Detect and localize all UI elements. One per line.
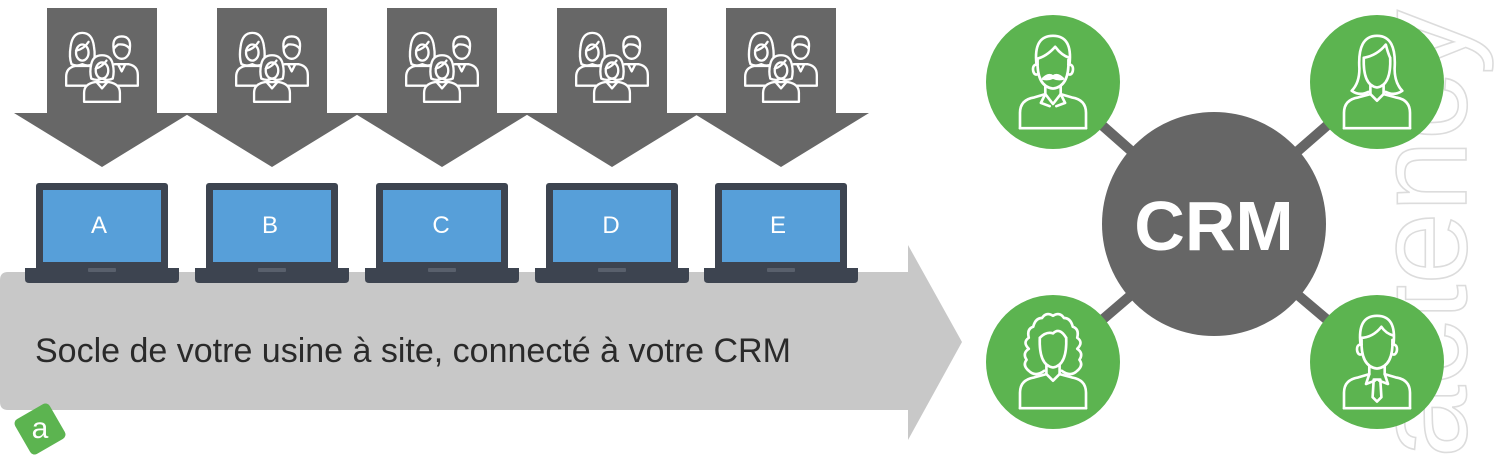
woman-icon (1342, 34, 1412, 130)
laptop-base (25, 268, 179, 283)
laptop-icon: D (535, 183, 689, 283)
laptop-label: C (432, 212, 449, 239)
laptop-screen (43, 190, 161, 262)
input-arrow (354, 8, 530, 167)
contacts (986, 15, 1444, 429)
laptop-label: E (770, 212, 786, 239)
laptop-base (535, 268, 689, 283)
laptop-notch (258, 268, 286, 272)
man-tie-icon (1342, 314, 1412, 410)
brand-logo: a (14, 403, 66, 455)
laptop-icon: E (704, 183, 858, 283)
laptop-label: A (91, 212, 107, 239)
laptop-icon: A (25, 183, 179, 283)
contact-node (1310, 15, 1444, 149)
crm-hub: CRM (1102, 112, 1326, 336)
input-arrow (184, 8, 360, 167)
man-mustache-icon (1018, 34, 1088, 130)
crm-label: CRM (1134, 187, 1293, 265)
platform-label: Socle de votre usine à site, connecté à … (35, 332, 791, 370)
input-arrow (14, 8, 190, 167)
laptop-notch (428, 268, 456, 272)
woman-curly-hair-icon (1018, 312, 1088, 410)
logo-badge (14, 403, 66, 455)
laptop-base (365, 268, 519, 283)
contact-node (1310, 295, 1444, 429)
laptop-notch (88, 268, 116, 272)
laptop-screen (722, 190, 840, 262)
laptop-screen (553, 190, 671, 262)
laptop-icon: B (195, 183, 349, 283)
laptop-base (704, 268, 858, 283)
logo-letter: a (32, 412, 49, 445)
laptop-notch (767, 268, 795, 272)
platform-arrow-shape (0, 245, 962, 440)
input-arrows (14, 8, 869, 167)
laptop-label: B (262, 212, 278, 239)
contact-node (986, 295, 1120, 429)
laptops: A B C D E (25, 183, 858, 283)
laptop-screen (383, 190, 501, 262)
platform-arrow: Socle de votre usine à site, connecté à … (0, 245, 962, 440)
laptop-label: D (602, 212, 619, 239)
laptop-screen (213, 190, 331, 262)
laptop-icon: C (365, 183, 519, 283)
laptop-base (195, 268, 349, 283)
contact-node (986, 15, 1120, 149)
laptop-notch (598, 268, 626, 272)
input-arrow (693, 8, 869, 167)
crm-hub-circle (1102, 112, 1326, 336)
input-arrow (524, 8, 700, 167)
